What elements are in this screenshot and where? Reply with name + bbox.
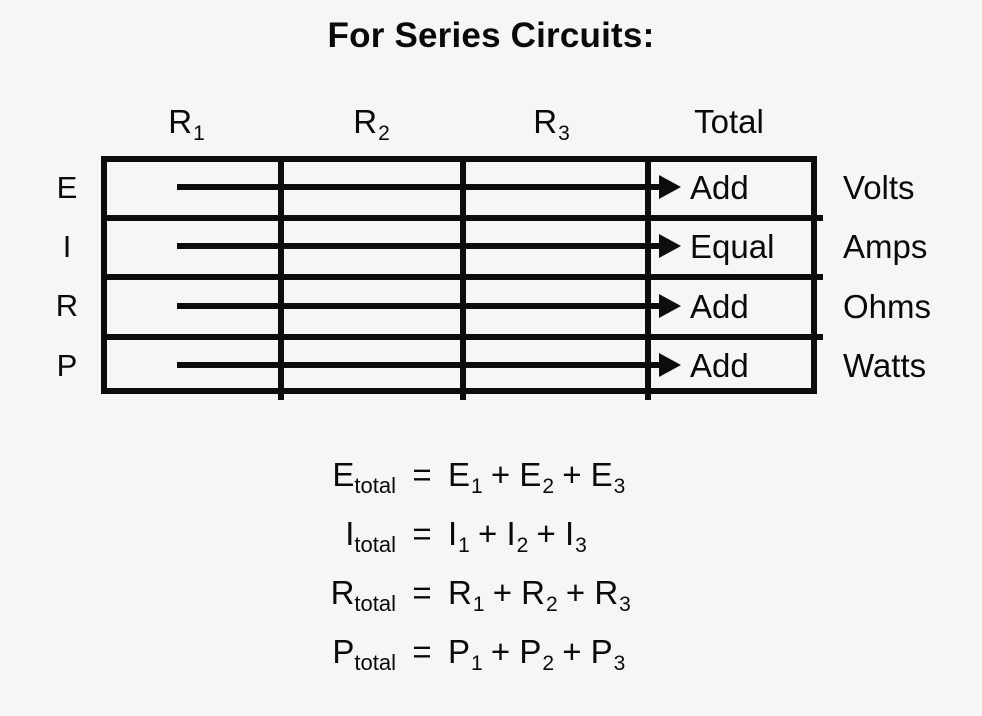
row-arrow-r-line <box>177 303 665 309</box>
equation-p-rhs: P1 + P2 + P3 <box>448 633 625 674</box>
column-divider-2 <box>460 162 466 400</box>
equation-r-lhs-base: R <box>330 574 355 611</box>
total-value-r: Add <box>690 288 749 325</box>
equation-r-term2-subscript: 2 <box>546 593 558 616</box>
column-header-r1: R1 <box>168 103 205 145</box>
equation-i-operator: = <box>412 515 432 552</box>
equation-p-term1-subscript: 1 <box>471 652 483 675</box>
equation-r-term3-base: R <box>594 574 619 611</box>
equation-i-lhs-base: I <box>345 515 355 552</box>
equation-e-term3-subscript: 3 <box>613 475 626 498</box>
row-label-r: R <box>55 288 79 323</box>
equation-r-operator: = <box>412 574 432 611</box>
row-label-p: P <box>56 348 78 383</box>
equation-e-term1-base: E <box>448 456 471 493</box>
equation-i-total: Itotal = I1 + I2 + I3 <box>246 515 587 556</box>
row-arrow-i-line <box>177 243 665 249</box>
column-divider-1 <box>278 162 284 400</box>
right-arrow-icon <box>659 234 681 258</box>
equation-i-plus-1: + <box>478 515 498 552</box>
equation-p-lhs-subscript: total <box>354 650 396 675</box>
equation-i-plus-2: + <box>536 515 556 552</box>
column-header-total: Total <box>694 103 764 141</box>
equation-r-lhs-subscript: total <box>354 591 396 616</box>
column-header-r3-base: R <box>533 103 558 140</box>
equation-e-term2-base: E <box>519 456 542 493</box>
series-table <box>101 156 823 400</box>
right-arrow-icon <box>659 294 681 318</box>
equation-e-rhs: E1 + E2 + E3 <box>448 456 625 497</box>
equation-i-term2-base: I <box>506 515 516 552</box>
equation-r-rhs: R1 + R2 + R3 <box>448 574 631 615</box>
column-header-r3: R3 <box>533 103 570 145</box>
equation-e-operator: = <box>412 456 432 493</box>
equation-e-lhs-subscript: total <box>354 473 396 498</box>
row-arrow-e-line <box>177 184 665 190</box>
unit-label-amps: Amps <box>843 228 928 265</box>
equation-r-lhs: Rtotal <box>246 574 396 615</box>
equation-i-rhs: I1 + I2 + I3 <box>448 515 587 556</box>
row-label-i: I <box>62 229 72 264</box>
equation-p-plus-1: + <box>490 633 511 670</box>
equation-e-lhs-base: E <box>332 456 355 493</box>
page-title: For Series Circuits: <box>327 16 655 55</box>
unit-label-ohms: Ohms <box>843 288 932 325</box>
equation-i-lhs-subscript: total <box>354 532 396 557</box>
equation-p-lhs: Ptotal <box>246 633 396 674</box>
equation-i-term3-base: I <box>564 515 575 552</box>
equation-e-term2-subscript: 2 <box>542 475 555 498</box>
total-value-i: Equal <box>690 228 775 265</box>
equation-p-term3-base: P <box>590 633 613 670</box>
total-value-p: Add <box>690 347 749 384</box>
row-arrow-p-line <box>177 362 665 368</box>
equation-p-term2-base: P <box>519 633 542 670</box>
equation-e-plus-2: + <box>562 456 582 493</box>
equation-i-term3-subscript: 3 <box>575 534 587 557</box>
equation-e-term1-subscript: 1 <box>471 475 483 498</box>
unit-label-volts: Volts <box>843 169 915 206</box>
equation-e-plus-1: + <box>490 456 511 493</box>
column-header-r2-subscript: 2 <box>378 122 390 145</box>
equation-i-term1-base: I <box>448 515 458 552</box>
equation-r-plus-1: + <box>492 574 512 611</box>
column-header-r2-base: R <box>353 103 378 140</box>
column-header-r3-subscript: 3 <box>558 122 570 145</box>
equation-i-lhs: Itotal <box>246 515 396 556</box>
right-arrow-icon <box>659 353 681 377</box>
equation-p-total: Ptotal = P1 + P2 + P3 <box>246 633 625 674</box>
equation-e-term3-base: E <box>590 456 613 493</box>
column-divider-3 <box>645 162 651 400</box>
equation-e-lhs: Etotal <box>246 456 396 497</box>
equation-i-term1-subscript: 1 <box>458 534 470 557</box>
equation-p-lhs-base: P <box>332 633 355 670</box>
equation-r-total: Rtotal = R1 + R2 + R3 <box>246 574 631 615</box>
equation-e-total: Etotal = E1 + E2 + E3 <box>246 456 625 497</box>
equation-p-term2-subscript: 2 <box>542 652 555 675</box>
column-header-r1-subscript: 1 <box>193 122 205 145</box>
equation-r-term1-subscript: 1 <box>472 593 485 616</box>
equation-r-plus-2: + <box>565 574 586 611</box>
equation-p-term1-base: P <box>448 633 471 670</box>
column-header-r2: R2 <box>353 103 390 145</box>
equation-p-operator: = <box>412 633 432 670</box>
unit-label-watts: Watts <box>843 347 927 384</box>
equation-r-term2-base: R <box>521 574 545 611</box>
equation-i-term2-subscript: 2 <box>516 534 529 557</box>
equation-p-plus-2: + <box>562 633 582 670</box>
column-header-r1-base: R <box>168 103 193 140</box>
right-arrow-icon <box>659 175 681 199</box>
equation-r-term1-base: R <box>448 574 472 611</box>
column-header-total-base: Total <box>694 103 764 140</box>
equation-p-term3-subscript: 3 <box>613 652 626 675</box>
total-value-e: Add <box>690 169 749 206</box>
row-label-e: E <box>56 170 78 205</box>
equation-r-term3-subscript: 3 <box>619 593 631 616</box>
